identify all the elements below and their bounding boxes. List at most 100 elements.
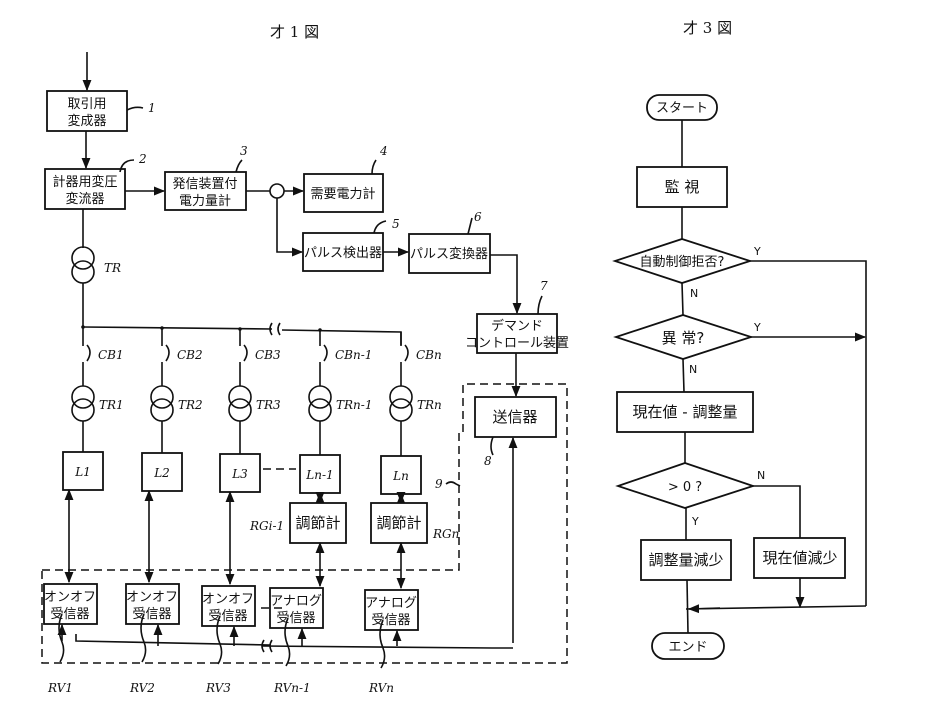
block-transmitter: 送信器 8 [474,396,557,468]
receiver-label-line2: 受信器 [276,611,315,626]
transformer-symbol [71,385,95,409]
flow-d3-yes: Y [691,515,699,528]
flow-action-reduce-current-label: 現在値減少 [762,549,837,567]
ref-9: 9 [435,477,443,491]
receiver-label-line1: オンオフ [202,592,254,607]
load-label: L3 [231,467,248,481]
regulator-label: 調節計 [295,514,340,532]
transformer-label: TR2 [178,398,203,412]
flow-monitor-label: 監 視 [665,178,700,196]
receiver-label-line2: 受信器 [50,607,89,622]
flow-action-reduce-current [753,537,846,579]
receiver-ref: RV1 [47,681,73,695]
ref-4: 4 [379,144,388,158]
flow-start-label: スタート [656,101,708,116]
transformer-symbol [389,385,413,409]
ref-8: 8 [484,454,492,468]
block-4-label: 需要電力計 [310,186,375,202]
block-2-line1: 計器用変圧 [52,174,117,190]
regulator-ref: RGi-1 [249,519,284,533]
block-watthour-meter: 発信装置付 電力量計 3 [164,144,248,211]
flow-d2-yes: Y [753,321,761,334]
flow-action-reduce-adjust [640,539,732,581]
ref-7: 7 [540,279,548,293]
circuit-breaker-label: CB3 [255,348,281,362]
receiver-box [43,583,98,625]
regulator-label: 調節計 [376,514,421,532]
flow-d1-yes: Y [753,245,761,258]
flow-decision-positive-label: > 0 ? [668,480,702,495]
circuit-breaker-label: CBn-1 [335,348,372,362]
transformer-symbol [308,385,332,409]
load-label: Ln-1 [305,468,333,482]
ref-1: 1 [148,101,156,115]
main-transformer-label: TR [104,261,121,275]
block-1-line2: 変成器 [67,113,106,129]
circuit-breaker-label: CBn [416,348,442,362]
flow-decision-abnormal-label: 異 常? [662,329,705,347]
block-6-label: パルス変換器 [410,246,488,262]
block-pulse-converter: パルス変換器 6 [408,210,491,274]
receiver-label-line2: 受信器 [371,613,410,628]
receiver-label-line1: オンオフ [44,590,96,605]
bus-bar-left [82,326,273,330]
figure-3: 才 3 図 スタート 監 視 自動制御拒否? Y N 異 常? Y N 現在値 … [612,19,867,660]
figure-3-title: 才 3 図 [683,19,732,37]
flow-decision-positive [615,462,756,509]
ref-6: 6 [474,210,482,224]
circuit-breaker-symbol [243,344,248,362]
regulator-ref: RGn [432,527,459,541]
receiver-ref: RVn-1 [273,681,311,695]
flow-d1-no: N [690,287,698,300]
block-instrument-transformer: 計器用変圧 変流器 2 [44,152,147,210]
receiver-ref: RVn [368,681,394,695]
flow-action-reduce-adjust-label: 調整量減少 [648,551,723,569]
circuit-breaker-symbol [404,344,409,362]
block-demand-controller: デマンド コントロール装置 7 [465,279,569,354]
transformer-label: TRn [417,398,442,412]
load-label: L2 [153,466,170,480]
flow-d3-no: N [757,469,765,482]
circuit-breaker-symbol [86,344,91,362]
block-7-line1: デマンド [491,318,543,334]
main-transformer-symbol [71,246,95,284]
circuit-breaker-symbol [323,344,328,362]
receiver-label-line1: オンオフ [126,590,178,605]
bus-break-symbol [269,322,281,336]
flow-end [651,632,725,660]
regulator-box [370,502,428,544]
transformer-label: TR3 [256,398,281,412]
bus-bar-right [281,329,402,345]
receiver-box [364,589,419,631]
block-8-label: 送信器 [492,408,537,426]
flow-end-label: エンド [668,640,707,655]
transformer-label: TRn-1 [336,398,372,412]
figure-1-title: 才 1 図 [270,23,319,41]
receiver-ref: RV3 [205,681,231,695]
circuit-breaker-label: CB1 [98,348,124,362]
block-2-line2: 変流器 [65,191,104,207]
regulator-box [289,502,347,544]
circuit-breaker-label: CB2 [177,348,203,362]
load-label: Ln [392,469,409,483]
receiver-label-line1: アナログ [365,596,417,611]
ref-5: 5 [392,217,400,231]
flow-calc-label: 現在値 - 調整量 [633,403,738,421]
block-pulse-detector: パルス検出器 5 [302,217,400,272]
block-3-line2: 電力量計 [179,193,231,209]
block-demand-meter: 需要電力計 4 [303,144,388,213]
receiver-label-line1: アナログ [270,594,322,609]
block-5-label: パルス検出器 [304,246,382,261]
dashed-group-outer [41,383,568,664]
receiver-box [125,583,180,625]
load-box [380,455,422,495]
flow-decision-auto-reject-label: 自動制御拒否? [640,255,725,270]
transformer-symbol [228,385,252,409]
ref-3: 3 [240,144,248,158]
load-box [299,454,341,494]
receiver-ref: RV2 [129,681,155,695]
